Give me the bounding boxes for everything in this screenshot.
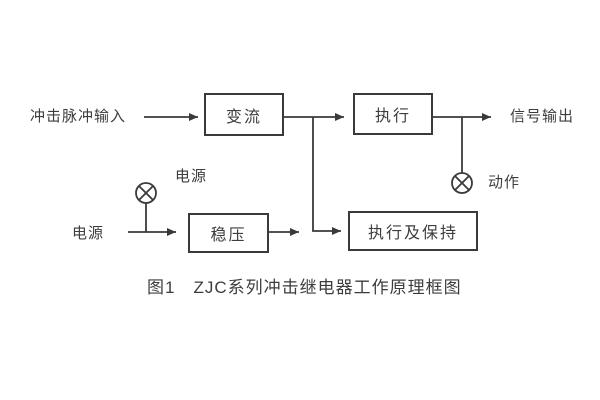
arrow-branch-to-execute-hold xyxy=(312,117,341,235)
label-signal-output: 信号输出 xyxy=(510,108,575,125)
label-action: 动作 xyxy=(488,174,521,191)
label-impulse-pulse-input: 冲击脉冲输入 xyxy=(30,108,127,125)
action-lamp-icon xyxy=(451,172,473,194)
label-power-input: 电源 xyxy=(72,225,105,242)
block-convert: 变流 xyxy=(204,93,284,136)
block-execute-and-hold: 执行及保持 xyxy=(348,211,478,251)
block-stabilize: 稳压 xyxy=(188,213,269,253)
block-execute: 执行 xyxy=(353,93,433,135)
figure-caption: 图1 ZJC系列冲击继电器工作原理框图 xyxy=(147,278,462,297)
label-power-lamp: 电源 xyxy=(175,168,208,185)
power-lamp-icon xyxy=(135,182,157,204)
